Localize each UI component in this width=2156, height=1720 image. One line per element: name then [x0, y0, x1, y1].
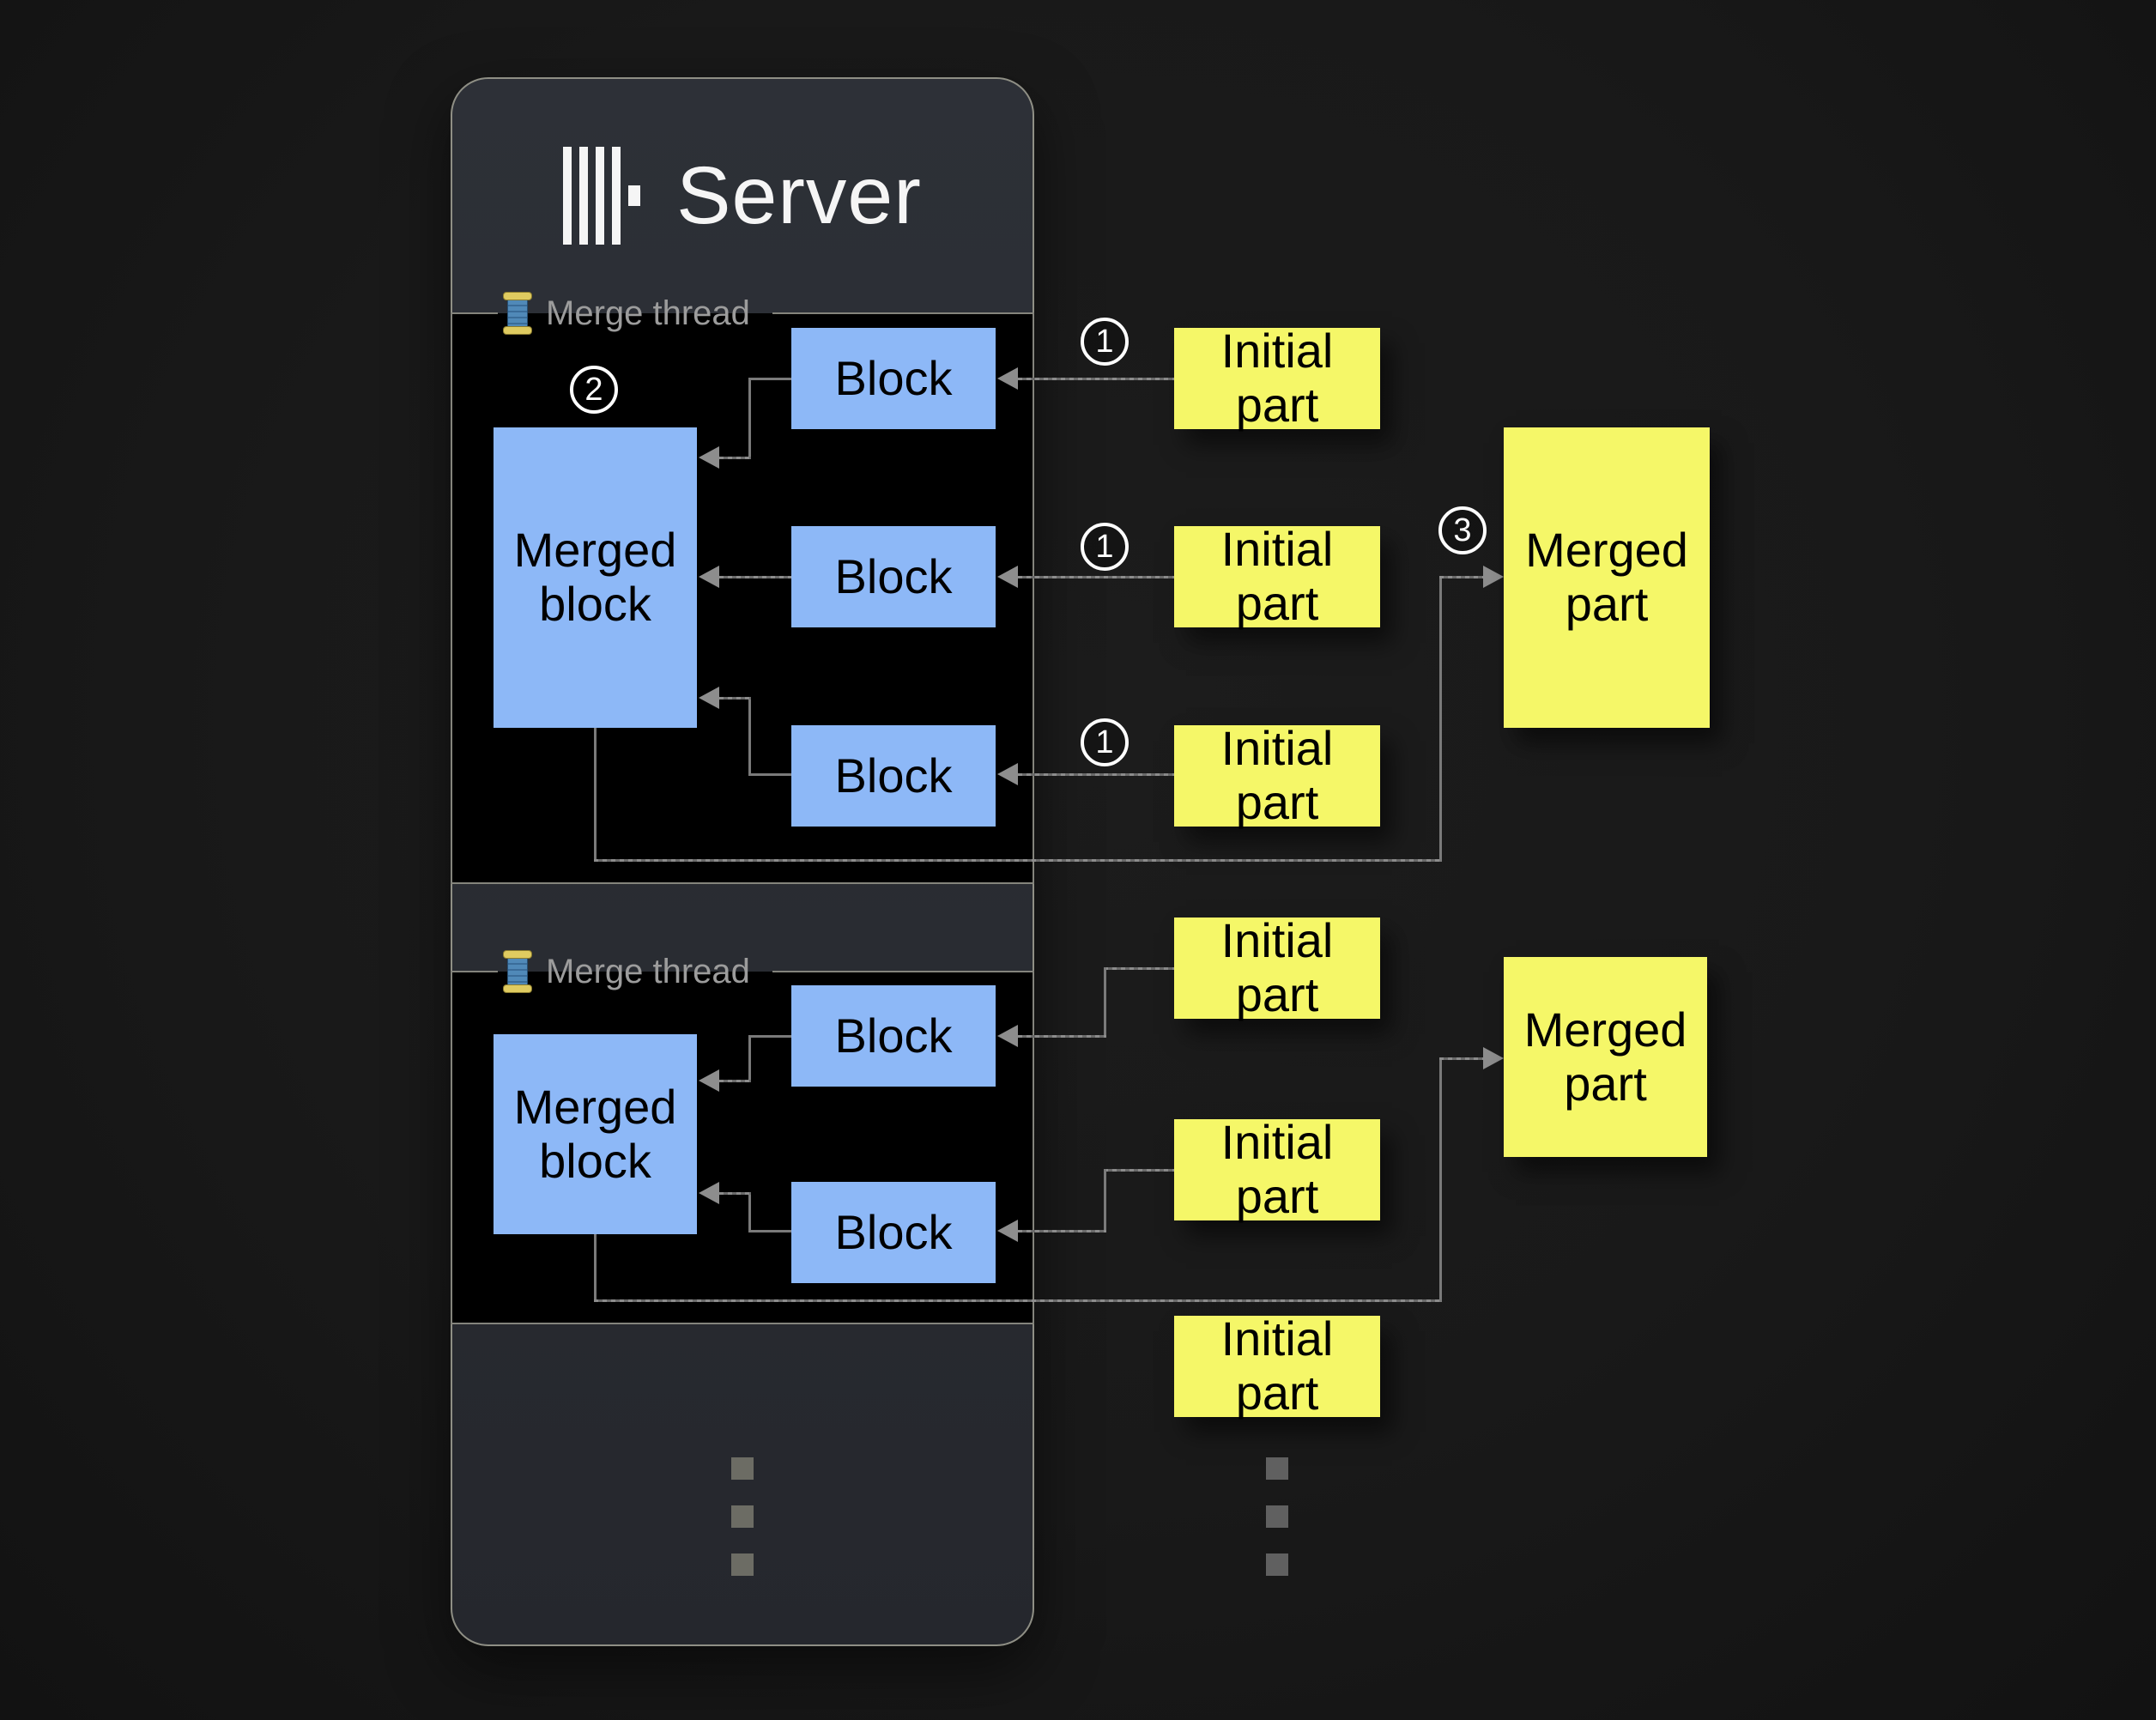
step-badge-receive: 1: [1081, 718, 1129, 766]
connector: [594, 1234, 597, 1302]
connector: [748, 1035, 751, 1082]
thread2-border-right: [772, 971, 1034, 972]
merged-block-2: Merged block: [494, 1034, 697, 1234]
step-badge-write: 3: [1438, 506, 1487, 554]
block: Block: [791, 985, 996, 1087]
connector: [1104, 967, 1174, 970]
connector: [719, 1192, 751, 1195]
block: Block: [791, 328, 996, 429]
connector: [1018, 773, 1174, 776]
connector: [1439, 576, 1483, 578]
block: Block: [791, 1182, 996, 1283]
connector: [1018, 576, 1174, 578]
initial-part: Initial part: [1174, 324, 1380, 432]
thread1-border-right: [772, 312, 1034, 314]
connector: [594, 859, 1442, 862]
connector: [719, 457, 751, 459]
connector: [594, 728, 597, 862]
connector: [1439, 576, 1442, 862]
arrowhead-into-merged-part: [1483, 566, 1504, 588]
connector: [1104, 967, 1106, 1038]
connector: [748, 698, 751, 776]
connector: [749, 378, 791, 380]
arrowhead-into-merged-block: [699, 1069, 719, 1092]
connector: [749, 773, 791, 776]
connector: [1104, 1169, 1174, 1172]
arrowhead-into-merged-part: [1483, 1047, 1504, 1069]
merge-thread-label-text: Merge thread: [546, 952, 750, 990]
initial-part: Initial part: [1174, 522, 1380, 630]
connector: [719, 697, 751, 700]
arrowhead-into-merged-block: [699, 687, 719, 709]
connector: [749, 1230, 791, 1232]
connector: [748, 1193, 751, 1232]
connector: [1018, 1035, 1106, 1038]
connector: [1018, 378, 1174, 380]
step-badge-receive: 1: [1081, 523, 1129, 571]
merged-block-1: Merged block: [494, 427, 697, 728]
step-badge-merge: 2: [570, 366, 618, 414]
arrowhead-into-block: [997, 367, 1018, 390]
server-header: Server: [451, 93, 1034, 299]
connector: [749, 1035, 792, 1038]
clickhouse-logo-icon: [563, 147, 641, 245]
merge-thread-2-label: Merge thread: [503, 949, 750, 994]
arrowhead-into-block: [997, 1025, 1018, 1047]
connector: [748, 378, 751, 458]
block: Block: [791, 725, 996, 827]
arrowhead-into-block: [997, 1220, 1018, 1242]
arrowhead-into-merged-block: [699, 446, 719, 469]
connector: [1439, 1057, 1442, 1302]
connector: [719, 1080, 751, 1082]
merged-part-1: Merged part: [1504, 427, 1710, 728]
thread1-border-left: [451, 312, 498, 314]
thread-spool-icon: [503, 292, 532, 335]
server-title: Server: [676, 149, 922, 241]
connector: [1018, 1230, 1106, 1232]
initial-part: Initial part: [1174, 913, 1380, 1021]
arrowhead-into-block: [997, 566, 1018, 588]
initial-part: Initial part: [1174, 1115, 1380, 1223]
connector: [719, 576, 791, 578]
arrowhead-into-block: [997, 763, 1018, 785]
arrowhead-into-merged-block: [699, 566, 719, 588]
initial-part: Initial part: [1174, 1311, 1380, 1420]
block: Block: [791, 526, 996, 627]
merge-thread-label-text: Merge thread: [546, 294, 750, 332]
initial-part: Initial part: [1174, 721, 1380, 829]
connector: [1104, 1169, 1106, 1232]
merge-thread-1-label: Merge thread: [503, 291, 750, 336]
thread-spool-icon: [503, 950, 532, 993]
connector: [1439, 1057, 1483, 1060]
thread2-border-left: [451, 971, 498, 972]
arrowhead-into-merged-block: [699, 1182, 719, 1204]
connector: [594, 1299, 1442, 1302]
merged-part-2: Merged part: [1504, 957, 1707, 1157]
step-badge-receive: 1: [1081, 318, 1129, 366]
